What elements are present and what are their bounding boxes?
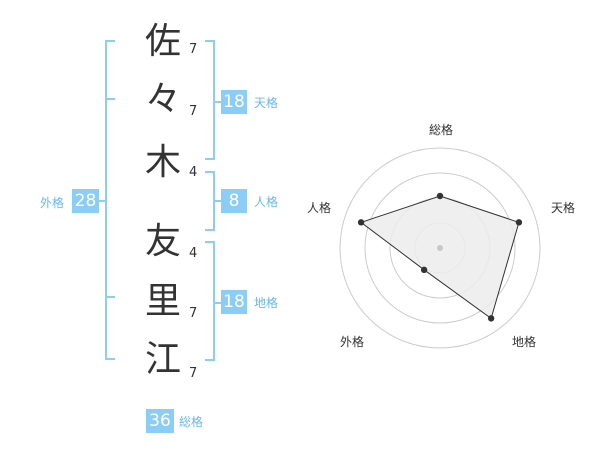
tenkaku-value-badge: 18 <box>221 90 247 114</box>
name-char-4: 友 <box>144 221 181 262</box>
gaikaku-bracket-top <box>105 40 115 42</box>
tenkaku-label: 天格 <box>254 96 279 110</box>
jinkaku-label: 人格 <box>254 195 279 209</box>
radar-point-4 <box>420 266 428 274</box>
radar-axis-label-tenkaku: 天格 <box>551 200 575 215</box>
name-char-2: 々 <box>144 79 181 120</box>
radar-axis-label-gaikaku: 外格 <box>340 334 364 349</box>
tenkaku-bracket-vertical <box>213 40 215 160</box>
jinkaku-bracket-bottom <box>205 229 215 231</box>
jinkaku-value-badge: 8 <box>221 189 247 213</box>
radar-point-2 <box>515 219 523 226</box>
stroke-count-1: 7 <box>189 42 198 57</box>
gaikaku-bracket-mid-1 <box>105 98 115 100</box>
gaikaku-value-badge: 28 <box>72 189 99 213</box>
stroke-count-6: 7 <box>189 366 198 381</box>
gaikaku-bracket-mid-2 <box>105 296 115 298</box>
soukaku-label: 総格 <box>179 415 204 429</box>
chikaku-value-badge: 18 <box>221 290 247 314</box>
jinkaku-bracket-stem <box>213 200 221 202</box>
chikaku-bracket-top <box>205 241 215 243</box>
radar-value-polygon <box>360 195 520 320</box>
radar-axis-label-chikaku: 地格 <box>512 334 536 349</box>
name-char-5: 里 <box>144 281 181 322</box>
tenkaku-bracket-bottom <box>205 158 215 160</box>
radar-point-5 <box>357 219 365 226</box>
gaikaku-bracket-stem <box>99 200 107 202</box>
radar-point-1 <box>436 192 444 200</box>
gaikaku-bracket-bottom <box>105 358 115 360</box>
radar-axis-label-soukaku: 総格 <box>429 122 453 137</box>
stroke-count-4: 4 <box>189 246 198 261</box>
jinkaku-bracket-top <box>205 171 215 173</box>
stroke-count-3: 4 <box>189 165 198 180</box>
radar-center-dot <box>437 245 443 251</box>
radar-ring-3 <box>364 172 516 324</box>
radar-axis-label-jinkaku: 人格 <box>307 200 331 215</box>
chikaku-bracket-vertical <box>213 241 215 361</box>
soukaku-value-badge: 36 <box>146 409 174 433</box>
chikaku-bracket-stem <box>213 302 221 304</box>
chikaku-bracket-bottom <box>205 359 215 361</box>
stroke-count-5: 7 <box>189 306 198 321</box>
radar-points <box>357 192 523 322</box>
radar-chart: 総格 天格 地格 外格 人格 <box>307 122 575 349</box>
stroke-count-2: 7 <box>189 104 198 119</box>
gaikaku-label: 外格 <box>40 196 65 210</box>
radar-ring-4 <box>339 147 541 349</box>
chikaku-label: 地格 <box>254 296 279 310</box>
name-char-3: 木 <box>144 142 181 183</box>
radar-point-3 <box>487 315 495 322</box>
tenkaku-bracket-stem <box>213 101 221 103</box>
name-char-1: 佐 <box>144 21 181 62</box>
tenkaku-bracket-top <box>205 40 215 42</box>
name-char-6: 江 <box>144 339 181 380</box>
